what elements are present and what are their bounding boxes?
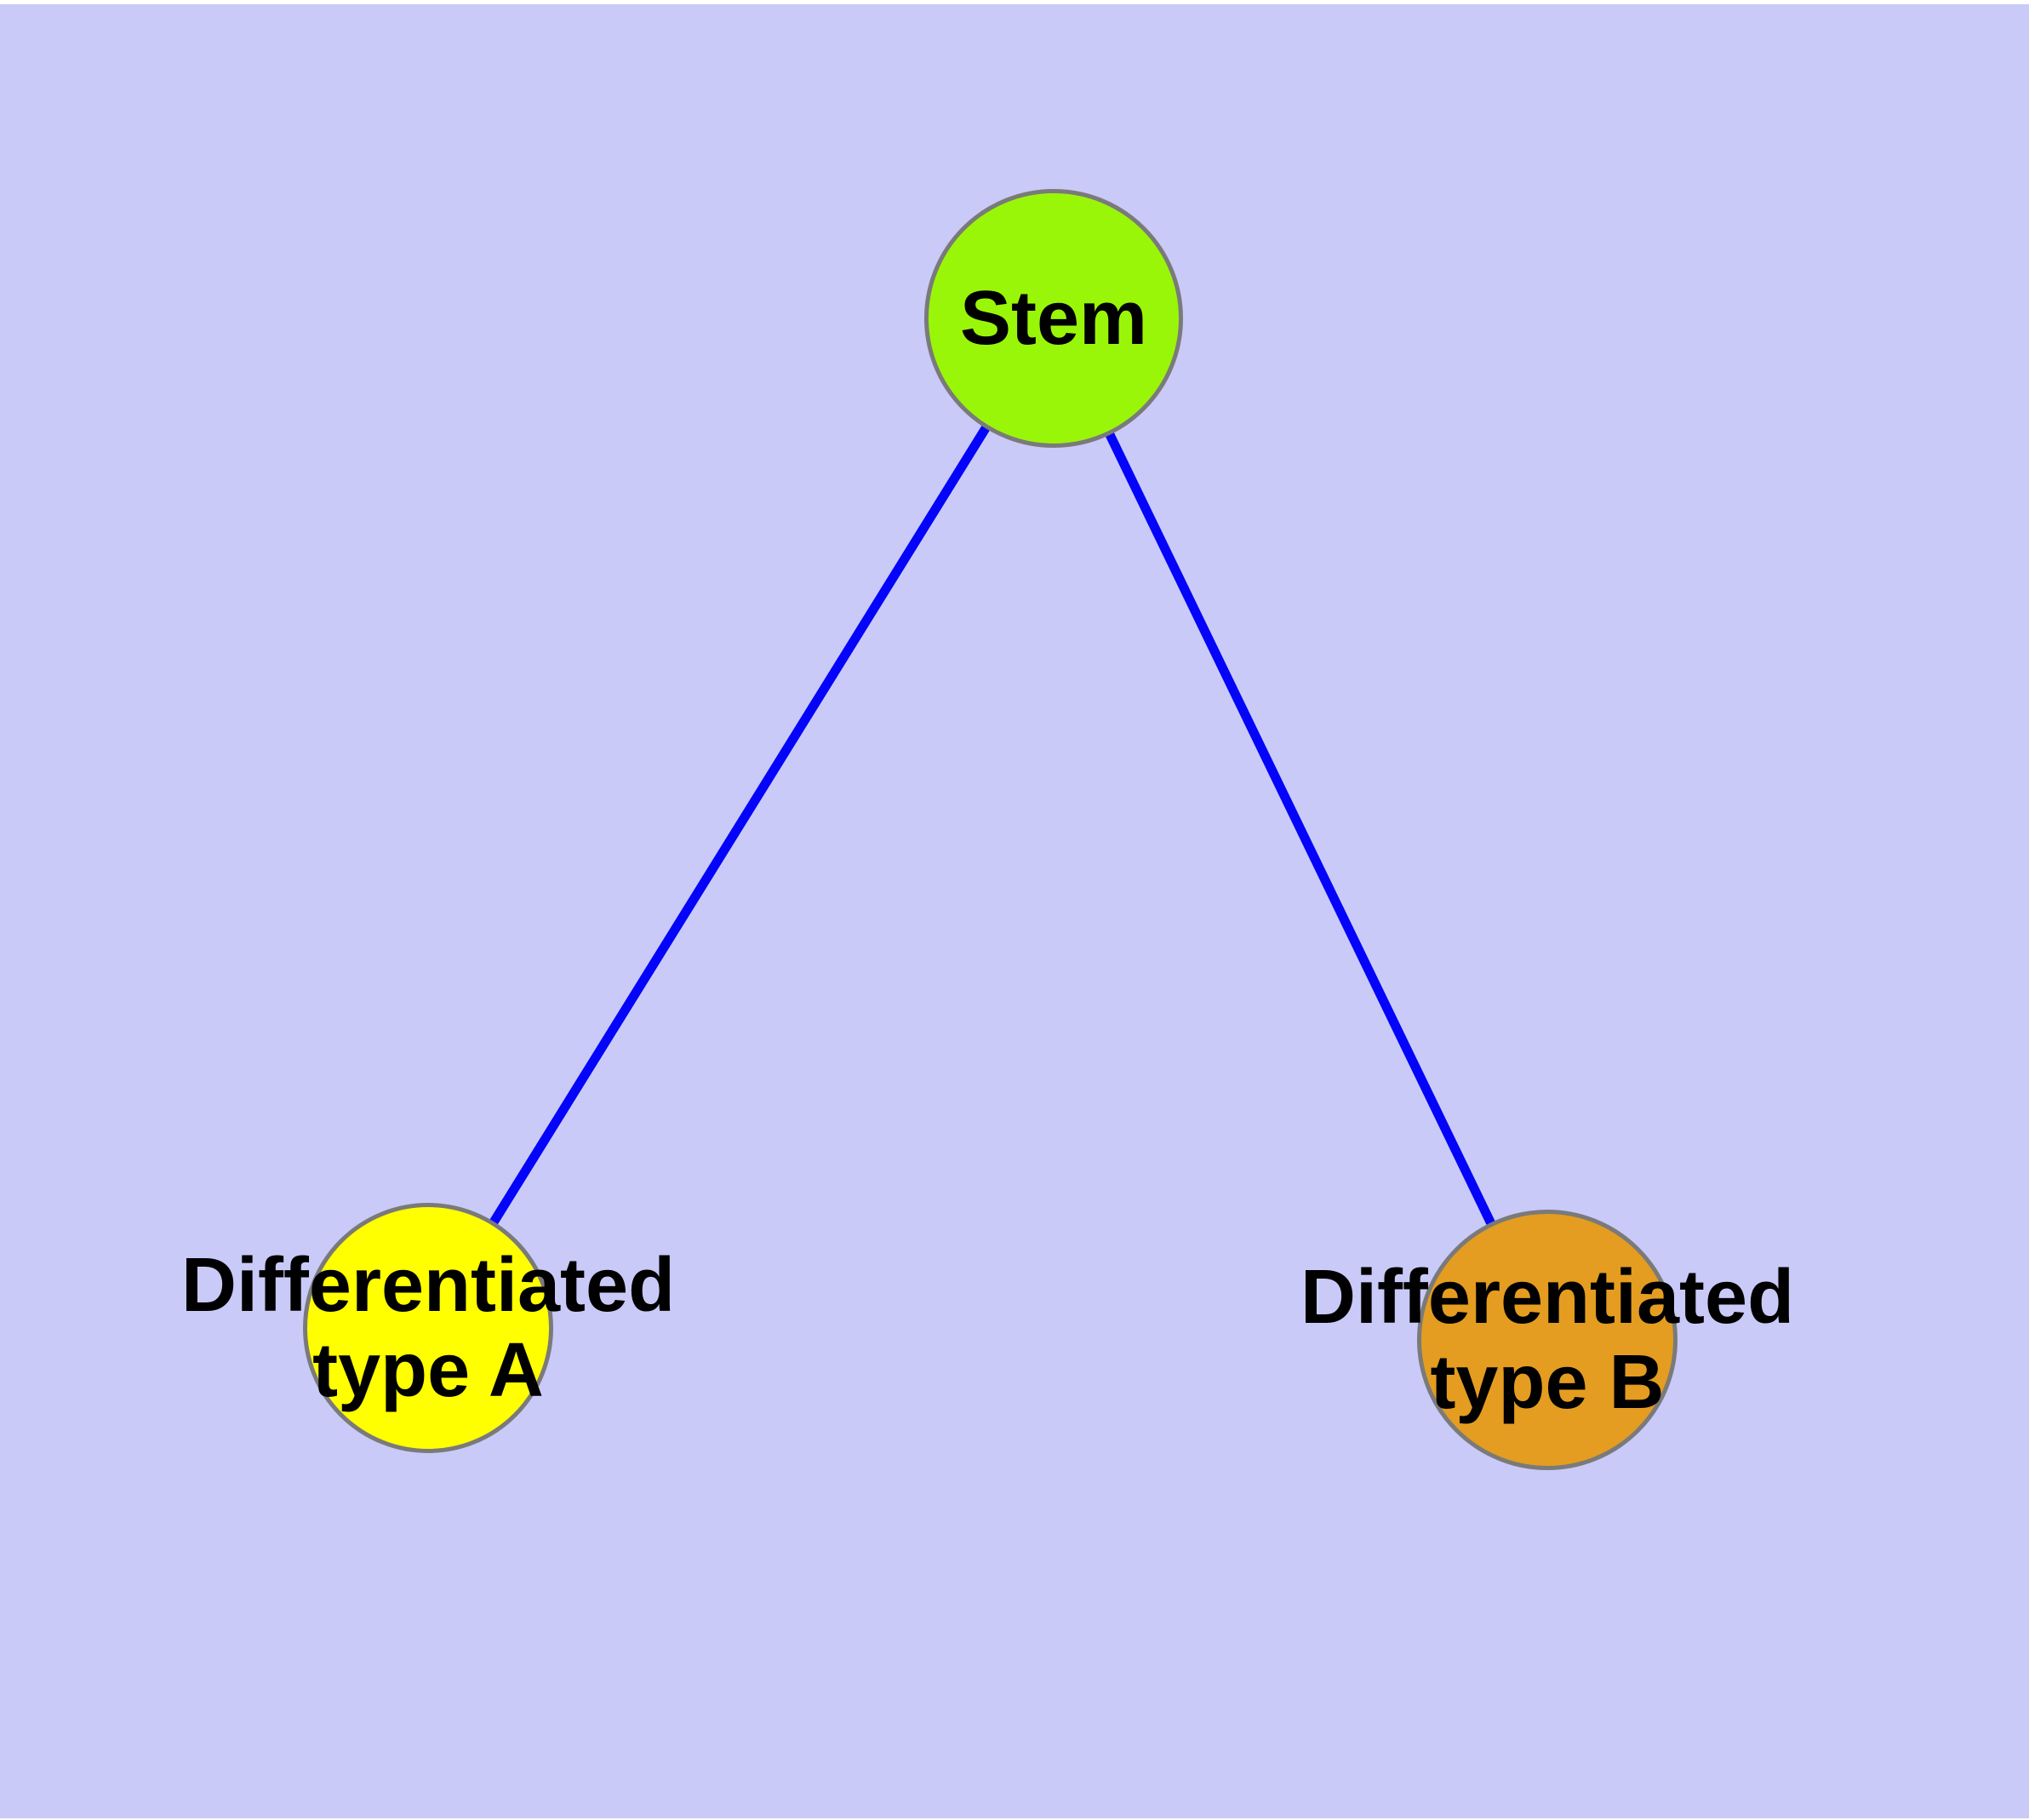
edge-stem-to-type-a	[424, 316, 1058, 1331]
node-differentiated-type-a[interactable]: Differentiated type A	[181, 1203, 675, 1453]
canvas-bottom-edge	[0, 1818, 2029, 1820]
node-differentiated-type-b[interactable]: Differentiated type B	[1300, 1210, 1794, 1470]
edge-stem-to-type-b	[1049, 316, 1552, 1342]
node-stem-label: Stem	[959, 276, 1148, 361]
canvas-top-edge	[0, 0, 2029, 4]
node-stem[interactable]: Stem	[924, 189, 1183, 448]
